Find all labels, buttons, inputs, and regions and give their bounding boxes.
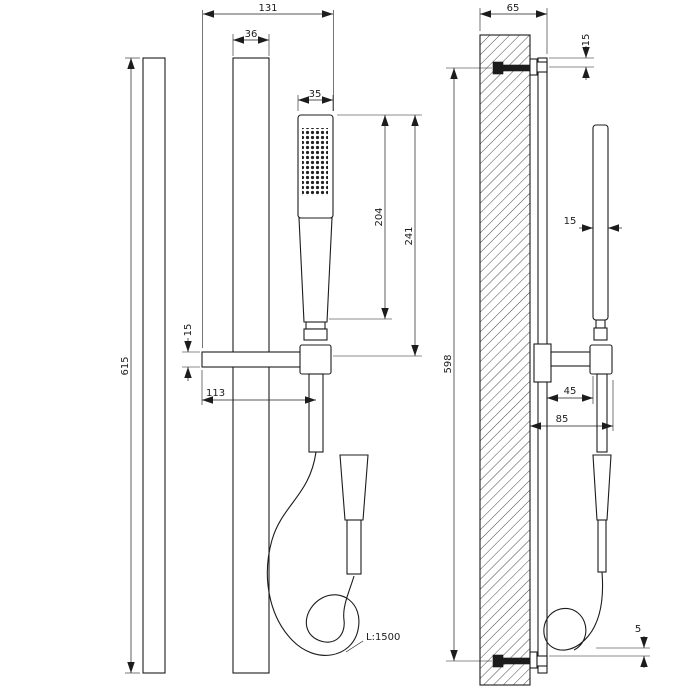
side-view: 65 15 15 598 45 [443,3,650,686]
dim-241: 241 [333,115,422,357]
anchor-boss [536,655,548,667]
dim-615: 615 [120,57,140,674]
dim-15-top-label: 15 [581,34,592,47]
dim-113: 113 [201,370,316,405]
dim-45-label: 45 [564,386,577,397]
dim-85-label: 85 [556,414,569,425]
anchor-shank [502,64,531,72]
leader-line [345,640,364,653]
dim-131-label: 131 [258,3,277,14]
handshower-handle-front [298,217,333,323]
hose-nut-upper-side [595,319,606,329]
anchor-boss [536,61,548,73]
bracket-arm-front [201,351,303,368]
bottom-mount-anchor [492,651,548,669]
anchor-plate [529,58,538,76]
dim-15-top: 15 [549,34,594,80]
hose-fitting-front [308,373,324,453]
top-mount-anchor [492,58,548,76]
dim-35: 35 [297,89,334,111]
dim-15-bracket-label: 15 [183,324,194,337]
hose-spiral [266,451,360,656]
dim-35-label: 35 [309,89,322,100]
handshower-holder-front [299,344,332,375]
bracket-arm-side [550,351,594,367]
anchor-shank [502,657,531,665]
hose-length-callout: L:1500 [345,632,400,653]
dim-15-depth: 15 [564,216,622,235]
holder-side [589,344,613,375]
dim-615-label: 615 [120,356,131,375]
dim-65: 65 [479,3,548,54]
hose-nut-lower [303,328,328,341]
hose-length-label: L:1500 [366,632,400,643]
dim-36-label: 36 [245,29,258,40]
rail-slider-side [533,343,552,383]
dim-45: 45 [547,376,594,404]
hose-loop-side [543,571,604,651]
handshower-body-side [592,124,609,321]
hose-cone-connector [339,454,369,521]
dim-15-depth-label: 15 [564,216,577,227]
dim-131: 131 [202,3,334,348]
dim-85: 85 [530,380,614,431]
front-view: 131 36 35 615 204 [120,3,422,674]
dim-15-bracket: 15 [182,324,200,381]
anchor-plate [529,651,538,669]
anchor-head [492,61,504,75]
hose-nut-upper [305,321,326,330]
hose-front [266,451,369,656]
wall-section-hatched [479,34,531,686]
dim-204: 204 [329,114,422,320]
dim-204-label: 204 [374,207,385,226]
spray-face-dots [302,128,328,196]
hose-side [543,373,612,651]
slider-bracket-front [201,344,332,375]
hose-connector-tube [346,519,362,575]
slider-bracket-side [533,343,613,383]
dim-113-label: 113 [206,388,225,399]
dim-5-label: 5 [635,624,641,635]
dim-241-label: 241 [404,226,415,245]
hose-tube-side [597,519,607,573]
dim-598: 598 [443,67,492,662]
dim-36: 36 [232,29,270,56]
handshower-front [297,114,334,341]
hose-cone-side [592,454,612,521]
hose-nut-lower-side [593,327,608,341]
dim-5: 5 [549,624,650,668]
dim-598-label: 598 [443,354,454,373]
hose-fitting-side [596,373,608,453]
dim-65-label: 65 [507,3,520,14]
handshower-side [592,124,609,341]
left-column-front [142,57,166,674]
anchor-head [492,654,504,668]
